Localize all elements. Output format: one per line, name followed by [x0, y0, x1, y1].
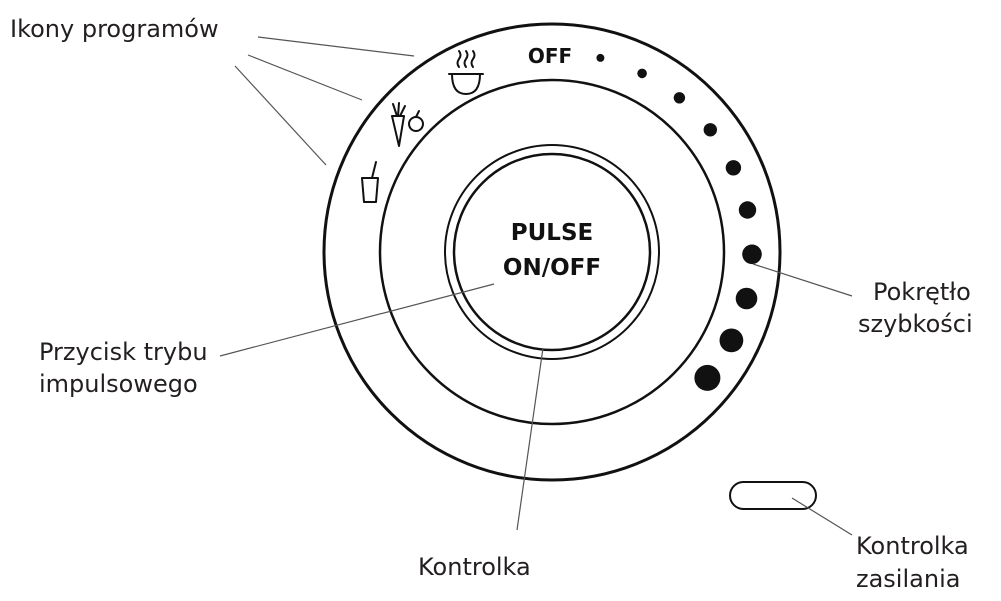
indicator-label: Kontrolka: [418, 553, 531, 581]
leader-speed-knob: [752, 263, 853, 297]
pulse-label: PULSE: [511, 220, 593, 246]
program-icons-label: Ikony programów: [10, 15, 219, 43]
pulse-button-inner-ring: [452, 152, 652, 352]
leader-program-icons-1: [257, 36, 415, 57]
vegetables-fruit-icon: [391, 102, 424, 147]
speed-level-dot-10: [694, 364, 721, 391]
speed-level-dot-4: [703, 123, 717, 137]
off-label: OFF: [528, 44, 572, 68]
speed-level-dot-2: [637, 68, 647, 79]
soup-bowl-icon: [448, 50, 484, 95]
pulse-button-outer-ring: [444, 144, 660, 360]
speed-level-dot-3: [673, 92, 686, 104]
speed-knob-label-line2: szybkości: [858, 310, 973, 338]
leader-pulse-button: [219, 283, 495, 357]
leader-program-icons-2: [247, 54, 363, 101]
pulse-button-label-line2: impulsowego: [39, 370, 198, 398]
speed-level-dot-9: [719, 328, 744, 353]
leader-indicator: [516, 347, 544, 531]
speed-level-dot-7: [742, 244, 762, 265]
pulse-button[interactable]: PULSE ON/OFF: [444, 144, 660, 360]
speed-level-dot-1: [596, 53, 605, 62]
speed-knob-label-line1: Pokrętło: [873, 278, 971, 306]
leader-program-icons-3: [234, 65, 327, 166]
on-off-label: ON/OFF: [503, 255, 601, 281]
speed-level-dot-5: [725, 160, 742, 176]
speed-level-dots: [596, 53, 762, 391]
smoothie-cup-icon: [361, 161, 379, 203]
leader-power-indicator: [791, 497, 853, 536]
power-indicator-label-line1: Kontrolka: [856, 532, 969, 560]
inner-ring: [378, 78, 726, 426]
speed-knob[interactable]: [322, 22, 782, 482]
speed-level-dot-6: [738, 201, 757, 219]
power-indicator-label-line2: zasilania: [856, 565, 960, 593]
power-indicator-light: [729, 481, 817, 510]
outer-ring: [322, 22, 782, 482]
speed-level-dot-8: [735, 287, 758, 310]
pulse-button-label-line1: Przycisk trybu: [39, 338, 208, 366]
